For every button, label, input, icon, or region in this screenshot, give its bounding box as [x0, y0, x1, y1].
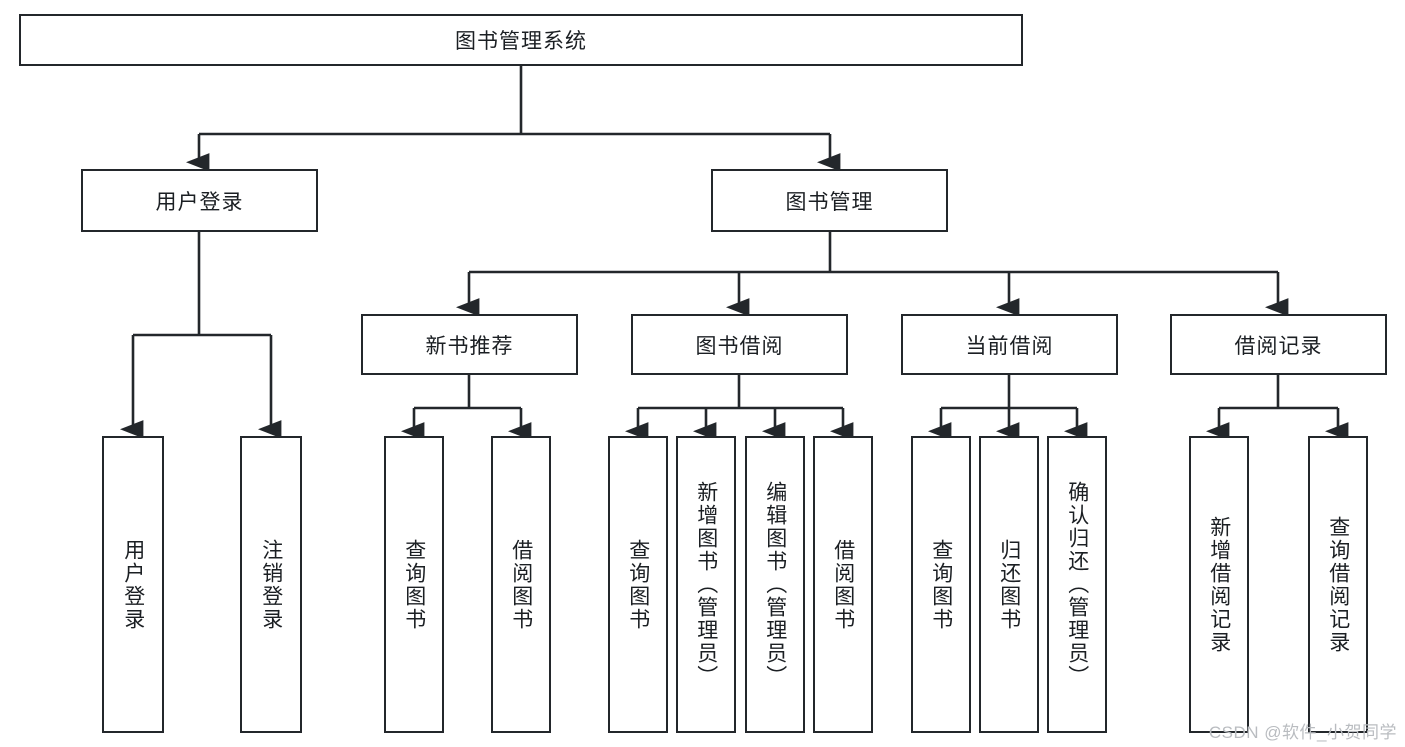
- node-leaf-borrow-book-2[interactable]: 借阅图书: [813, 436, 873, 733]
- node-label: 查询借阅记录: [1326, 515, 1350, 654]
- node-label: 注销登录: [259, 538, 283, 631]
- node-leaf-user-login[interactable]: 用户登录: [102, 436, 164, 733]
- node-book-management-system[interactable]: 图书管理系统: [19, 14, 1023, 66]
- node-label: 新增借阅记录: [1207, 515, 1231, 654]
- node-label: 用户登录: [121, 538, 145, 631]
- node-leaf-query-book-1[interactable]: 查询图书: [384, 436, 444, 733]
- node-leaf-add-record[interactable]: 新增借阅记录: [1189, 436, 1249, 733]
- node-label: 新书推荐: [425, 334, 514, 358]
- node-label: 查询图书: [402, 538, 426, 631]
- node-label: 当前借阅: [965, 334, 1054, 358]
- node-book-management[interactable]: 图书管理: [711, 169, 948, 232]
- node-label: 编辑图书（管理员）: [763, 481, 787, 688]
- node-leaf-query-record[interactable]: 查询借阅记录: [1308, 436, 1368, 733]
- node-label: 图书管理系统: [455, 30, 587, 53]
- node-leaf-return-book[interactable]: 归还图书: [979, 436, 1039, 733]
- node-leaf-add-book[interactable]: 新增图书（管理员）: [676, 436, 736, 733]
- node-leaf-query-book-2[interactable]: 查询图书: [608, 436, 668, 733]
- node-label: 借阅记录: [1234, 334, 1323, 358]
- node-leaf-borrow-book-1[interactable]: 借阅图书: [491, 436, 551, 733]
- node-label: 新增图书（管理员）: [694, 481, 718, 688]
- node-user-login[interactable]: 用户登录: [81, 169, 318, 232]
- node-leaf-logout-login[interactable]: 注销登录: [240, 436, 302, 733]
- node-current-borrow[interactable]: 当前借阅: [901, 314, 1118, 375]
- csdn-watermark: CSDN @软件_小贺同学: [1208, 723, 1397, 742]
- node-label: 归还图书: [997, 538, 1021, 631]
- node-new-book-recommend[interactable]: 新书推荐: [361, 314, 578, 375]
- node-label: 确认归还（管理员）: [1065, 481, 1089, 688]
- node-label: 查询图书: [929, 538, 953, 631]
- node-label: 图书借阅: [695, 334, 784, 358]
- node-label: 查询图书: [626, 538, 650, 631]
- node-label: 图书管理: [785, 190, 874, 214]
- node-label: 用户登录: [155, 190, 244, 214]
- node-label: 借阅图书: [831, 538, 855, 631]
- node-label: 借阅图书: [509, 538, 533, 631]
- node-leaf-confirm-return[interactable]: 确认归还（管理员）: [1047, 436, 1107, 733]
- node-book-borrow[interactable]: 图书借阅: [631, 314, 848, 375]
- node-leaf-query-book-3[interactable]: 查询图书: [911, 436, 971, 733]
- node-borrow-record[interactable]: 借阅记录: [1170, 314, 1387, 375]
- node-leaf-edit-book[interactable]: 编辑图书（管理员）: [745, 436, 805, 733]
